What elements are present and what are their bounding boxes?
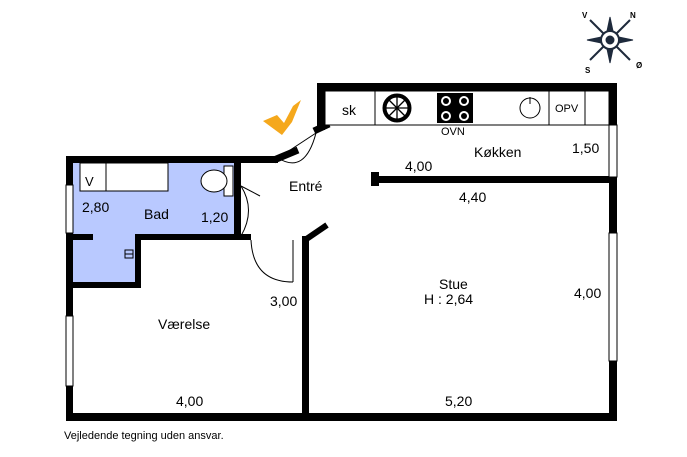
room-vaerelse: Værelse	[158, 316, 210, 332]
stue-dim-c: 5,20	[445, 393, 472, 409]
divider-marker	[371, 172, 379, 186]
compass-o: Ø	[636, 61, 642, 70]
disclaimer: Vejledende tegning uden ansvar.	[64, 430, 224, 442]
vaerelse-dim-a: 3,00	[270, 293, 297, 309]
entrance-door	[277, 132, 317, 164]
toilet-icon	[200, 165, 234, 197]
bathroom-door	[240, 185, 261, 237]
room-stue: Stue	[439, 276, 468, 292]
compass-n: N	[630, 11, 636, 20]
floor-drain-icon	[124, 249, 134, 259]
kokken-dim-b: 1,50	[572, 140, 599, 156]
corridor-wall	[303, 222, 329, 243]
bathroom-fixtures	[79, 162, 169, 192]
windows	[65, 124, 618, 387]
compass-v: V	[582, 11, 588, 20]
stove-icon	[437, 93, 473, 123]
entrance-wall-left	[272, 146, 300, 164]
stue-height: H : 2,64	[424, 291, 473, 307]
entrance-arrow-icon	[263, 100, 301, 135]
sink-icon	[519, 97, 541, 119]
compass-rose-icon	[586, 16, 634, 64]
dishwasher-icon	[382, 93, 412, 123]
bedroom-door	[250, 239, 294, 283]
oven-label: OVN	[441, 126, 465, 138]
bad-dim-b: 1,20	[201, 209, 228, 225]
room-entre: Entré	[289, 178, 323, 194]
opv-label: OPV	[555, 103, 579, 115]
kokken-dim-a: 4,00	[405, 158, 432, 174]
bad-dim-a: 2,80	[82, 199, 109, 215]
bathroom-floor	[73, 162, 238, 282]
walls	[66, 83, 617, 421]
stue-dim-a: 4,40	[459, 189, 486, 205]
washbasin-label: V	[85, 174, 94, 189]
compass-s: S	[585, 66, 591, 75]
room-kokken: Køkken	[474, 144, 521, 160]
vaerelse-dim-b: 4,00	[176, 393, 203, 409]
room-bad: Bad	[144, 206, 169, 222]
stue-dim-b: 4,00	[574, 285, 601, 301]
cabinet-label: sk	[342, 102, 357, 118]
